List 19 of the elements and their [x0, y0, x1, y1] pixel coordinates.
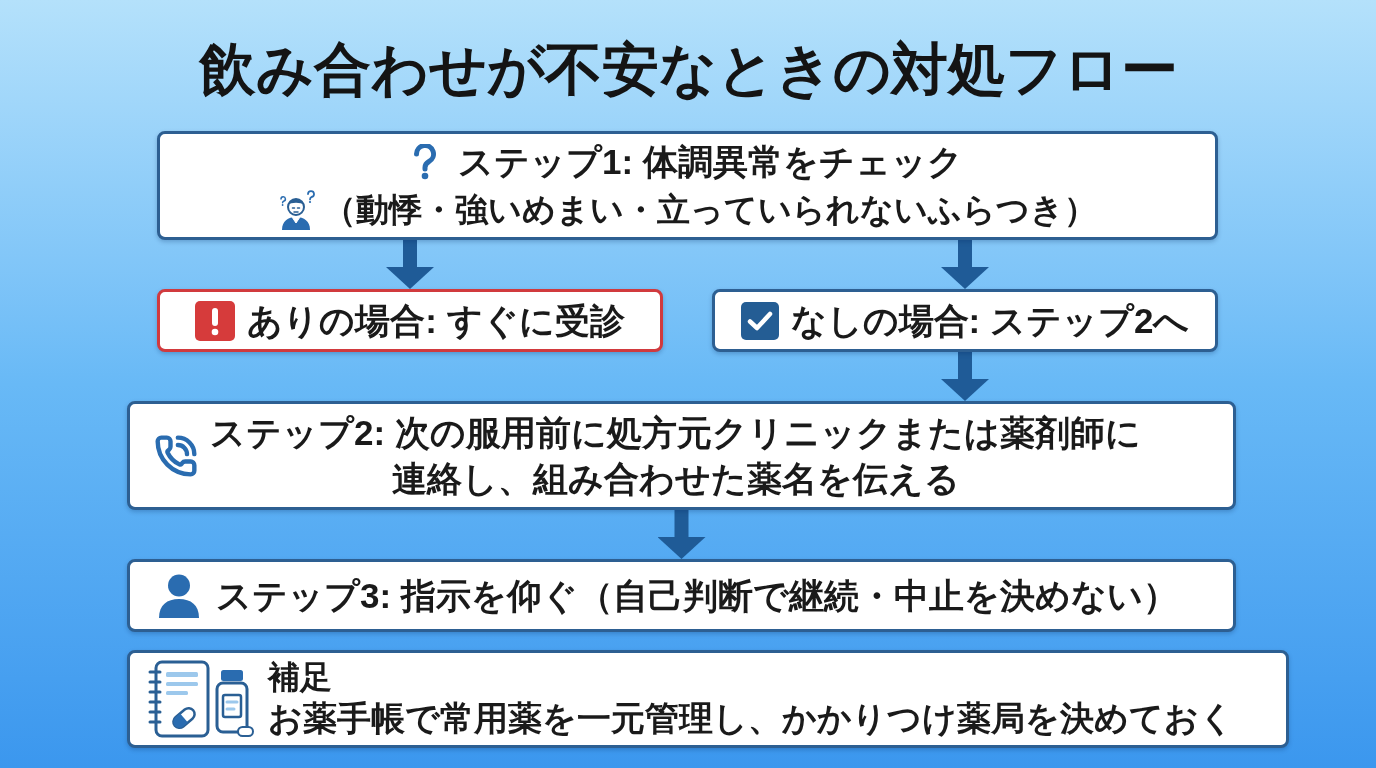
arrow: [941, 240, 989, 289]
step-text: ステップ3: 指示を仰ぐ（自己判断で継続・中止を決めない）: [216, 574, 1178, 617]
arrow: [941, 352, 989, 401]
step-text: ステップ2: 次の服用前に処方元クリニックまたは薬剤師に連絡し、組み合わせた薬名を伝える: [210, 411, 1141, 500]
title: 飲み合わせが不安なときの対処フロー: [198, 36, 1178, 103]
process-box: [157, 131, 1218, 240]
alert-box: [157, 289, 663, 352]
symptom-list: （動悸・強いめまい・立っていられないふらつき）: [322, 186, 1097, 233]
note-text: お薬手帳で常用薬を一元管理し、かかりつけ薬局を決めておく: [268, 698, 1234, 739]
branch-text: ありの場合: すぐに受診: [247, 299, 625, 342]
note-box: [127, 650, 1289, 748]
arrow: [386, 240, 434, 289]
note-heading: 補足: [268, 658, 333, 696]
result-box: [712, 289, 1218, 352]
step-heading: ステップ1: 体調異常をチェック: [458, 140, 963, 183]
process-box: [127, 559, 1236, 632]
branch-text: なしの場合: ステップ2へ: [790, 299, 1190, 342]
arrow: [657, 510, 706, 559]
process-box: [127, 401, 1236, 510]
